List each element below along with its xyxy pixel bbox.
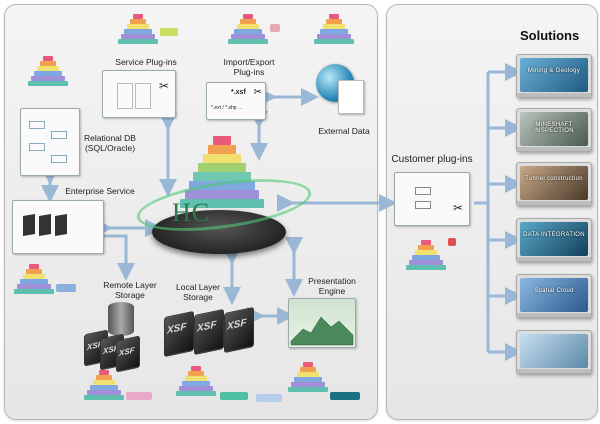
enterprise-service-label: Enterprise Service <box>65 186 135 196</box>
pyramid-icon <box>176 366 216 396</box>
layer-chip <box>220 392 248 400</box>
solution-mineshaft-inspection: MINESHAFT INSPECTION <box>516 108 592 152</box>
xsf-drive: XSF <box>164 310 194 358</box>
layer-chip <box>256 394 282 402</box>
xsf-file-tag: *.xsf <box>231 89 246 96</box>
hc-core-platform <box>152 210 286 254</box>
solutions-title: Solutions <box>520 28 580 43</box>
pyramid-icon <box>118 14 158 44</box>
xsf-drive: XSF <box>116 335 140 373</box>
presentation-engine-window <box>288 298 356 348</box>
tools-icon: ✂ <box>158 79 169 93</box>
pyramid-icon <box>28 56 68 86</box>
tools-icon: ✂ <box>253 87 262 98</box>
hc-core-logo: HC <box>172 198 211 227</box>
local-storage-label-1: Local Layer <box>176 282 220 292</box>
presentation-engine-label-1: Presentation <box>308 276 356 286</box>
customer-plugins-window: ✂ <box>394 172 470 226</box>
terrain-icon <box>290 316 354 346</box>
local-storage-label-2: Storage <box>183 292 213 302</box>
relational-db-label-1: Relational DB <box>84 133 136 143</box>
solution-data-integration: DATA INTEGRATION <box>516 218 592 262</box>
pyramid-icon <box>228 14 268 44</box>
external-data-label: External Data <box>318 126 370 136</box>
solution-spatial-cloud: Spatial Cloud <box>516 274 592 318</box>
tools-icon: ✂ <box>452 201 463 215</box>
solution-unlabeled <box>516 330 592 374</box>
import-export-window: *.xsf *.ext / *.shp ... ✂ <box>206 82 266 120</box>
relational-db-window <box>20 108 80 176</box>
import-export-label-1: Import/Export <box>223 57 275 67</box>
layer-chip <box>330 392 360 400</box>
database-icon <box>108 302 134 336</box>
service-plugins-window: ✂ <box>102 70 176 118</box>
remote-storage-label-2: Storage <box>115 290 145 300</box>
remote-storage-label-1: Remote Layer <box>103 280 157 290</box>
pyramid-icon <box>288 362 328 392</box>
layer-chip <box>270 24 280 32</box>
solution-tunnel-construction: Tunnel construction <box>516 162 592 206</box>
enterprise-service-window <box>12 200 104 254</box>
ext-file-tag: *.ext / *.shp ... <box>211 105 243 111</box>
layer-chip <box>126 392 152 400</box>
pyramid-icon <box>84 370 124 400</box>
pyramid-icon <box>314 14 354 44</box>
layer-chip <box>56 284 76 292</box>
import-export-label-2: Plug-ins <box>233 67 265 77</box>
xsf-drive: XSF <box>224 306 254 354</box>
presentation-engine-label-2: Engine <box>318 286 346 296</box>
pyramid-icon <box>406 240 446 270</box>
solution-mining-geology: Mining & Geology <box>516 54 592 98</box>
xsf-drive: XSF <box>194 308 224 356</box>
layer-chip <box>160 28 178 36</box>
external-data-doc <box>338 80 364 114</box>
service-plugins-label: Service Plug-ins <box>115 57 177 67</box>
relational-db-label-2: (SQL/Oracle) <box>84 143 136 153</box>
pyramid-icon <box>14 264 54 294</box>
customer-plugins-label: Customer plug-ins <box>391 154 473 165</box>
layer-chip <box>448 238 456 246</box>
hc-core-pyramid <box>180 136 264 208</box>
